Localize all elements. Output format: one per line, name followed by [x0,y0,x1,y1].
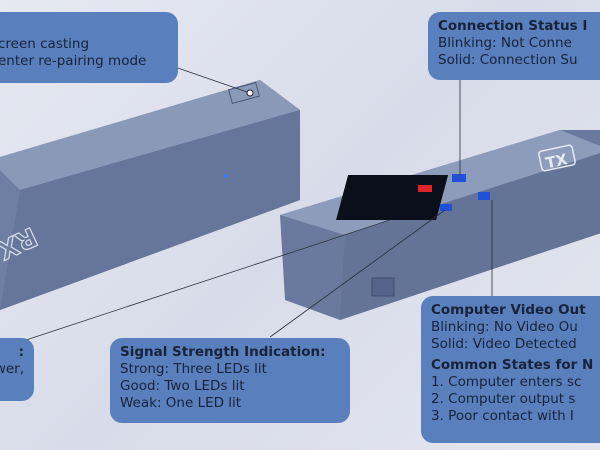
callout-title: : [18,344,24,360]
callout-title: Connection Status I [438,18,588,34]
callout-line: Blinking: No Video Ou [431,319,578,335]
callout-subtitle: Common States for N [431,357,594,373]
signal-strength-callout: Signal Strength Indication: Strong: Thre… [110,338,350,423]
video-output-callout: Computer Video Out Blinking: No Video Ou… [421,296,600,443]
callout-title: Computer Video Out [431,302,586,318]
callout-line: Solid: Video Detected [431,336,577,352]
tx-dongle: TX [280,130,600,320]
callout-line: creen casting [0,36,90,52]
callout-line: 2. Computer output s [431,391,576,407]
callout-line: 1. Computer enters sc [431,374,582,390]
callout-line: Solid: Connection Su [438,52,578,68]
callout-line: Weak: One LED lit [120,395,242,411]
callout-line: Strong: Three LEDs lit [120,361,267,377]
callout-leaders [19,65,493,343]
callout-line: Good: Two LEDs lit [120,378,245,394]
callout-line: enter re-pairing mode [0,53,147,69]
power-callout: : wer, [0,338,34,401]
tx-label: TX [544,150,569,172]
connection-status-callout: Connection Status I Blinking: Not Conne … [428,12,600,80]
rx-dongle: RX [0,80,300,310]
callout-title: Signal Strength Indication: [120,344,326,360]
callout-line: Blinking: Not Conne [438,35,572,51]
callout-line: wer, [0,361,24,377]
pairing-callout: creen casting enter re-pairing mode [0,12,178,83]
callout-line: 3. Poor contact with I [431,408,574,424]
